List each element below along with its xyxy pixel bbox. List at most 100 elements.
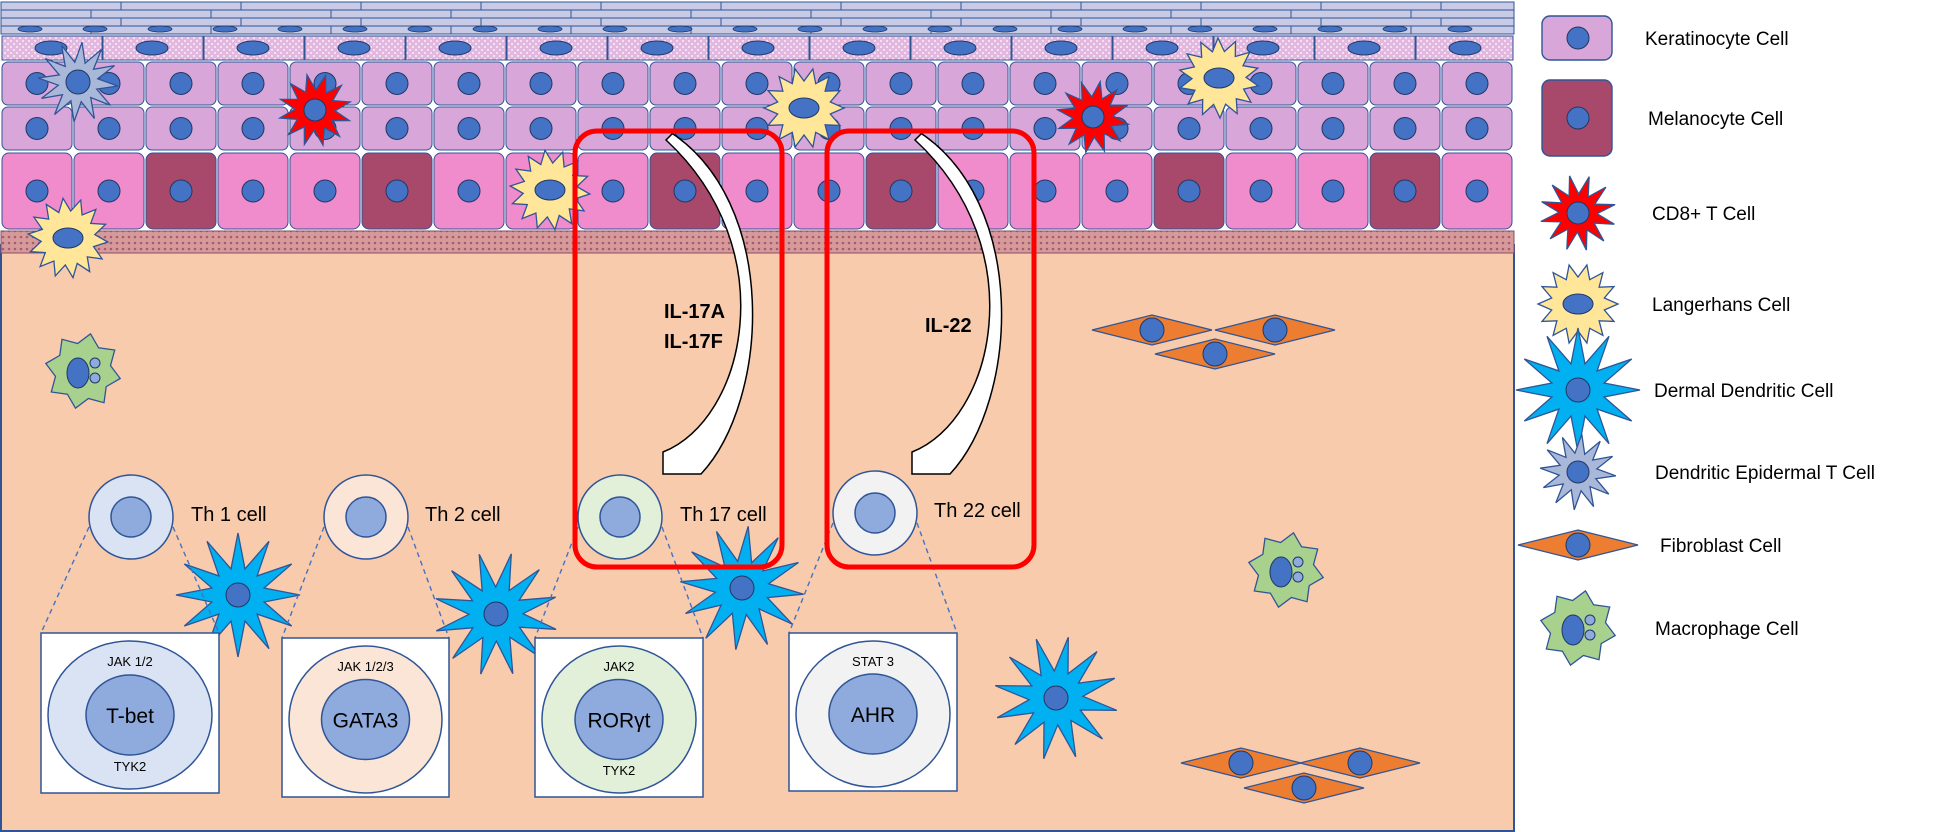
kinase-top-label: JAK2 — [603, 659, 634, 674]
basal-nucleus — [889, 179, 913, 203]
langerhans-cell-icon — [1536, 263, 1620, 345]
keratinocyte-nucleus — [1393, 117, 1417, 140]
th-detail-nucleus — [574, 678, 664, 761]
keratinocyte-nucleus — [529, 117, 553, 140]
corneocyte — [1080, 1, 1202, 11]
corneocyte — [930, 9, 1052, 19]
corneocyte-nucleus — [1057, 25, 1083, 33]
keratinocyte-icon — [1541, 15, 1613, 61]
corneocyte — [0, 17, 122, 27]
corneocyte-nucleus — [1122, 25, 1148, 33]
corneocyte-nucleus — [732, 25, 758, 33]
corneocyte — [120, 1, 242, 11]
fibroblast — [1299, 747, 1421, 779]
keratinocyte-nucleus — [1465, 72, 1489, 95]
macrophage-cell-icon — [1539, 589, 1617, 667]
th-cell-nucleus — [854, 492, 896, 534]
cytokine-il17a: IL-17A — [664, 301, 725, 323]
fibroblast — [1214, 314, 1336, 346]
corneocyte — [960, 17, 1082, 27]
cd8-t-cell — [1055, 79, 1131, 155]
corneocyte — [840, 1, 962, 11]
legend-label: Langerhans Cell — [1652, 295, 1790, 316]
cd8-t-cell — [277, 72, 353, 148]
basal-nucleus — [601, 179, 625, 203]
keratinocyte-nucleus — [97, 117, 121, 140]
dermal-dendritic-cell — [435, 553, 557, 675]
corneocyte — [240, 17, 362, 27]
granular-nucleus — [1145, 40, 1179, 56]
corneocyte — [1200, 1, 1322, 11]
fibroblast — [1091, 314, 1213, 346]
legend-label: CD8+ T Cell — [1652, 204, 1755, 225]
cytokine-il22: IL-22 — [925, 315, 972, 337]
dermal-dendritic-cell — [680, 526, 804, 650]
keratinocyte-nucleus — [1249, 117, 1273, 140]
basal-nucleus — [673, 179, 697, 203]
transcription-factor-label: GATA3 — [333, 710, 399, 733]
corneocyte-nucleus — [1447, 25, 1473, 33]
corneocyte-nucleus — [1382, 25, 1408, 33]
corneocyte — [360, 17, 482, 27]
granular-nucleus — [34, 40, 68, 56]
th-detail-nucleus — [320, 678, 411, 761]
legend-item-langerhans: Langerhans Cell — [1536, 263, 1790, 345]
corneocyte — [1200, 17, 1322, 27]
corneocyte-nucleus — [602, 25, 628, 33]
keratinocyte-nucleus — [1033, 72, 1057, 95]
corneocyte — [240, 1, 362, 11]
dendritic-epidermal-t-cell — [37, 41, 119, 123]
corneocyte — [600, 17, 722, 27]
legend-label: Dermal Dendritic Cell — [1654, 381, 1834, 402]
corneocyte — [0, 1, 122, 11]
corneocyte — [690, 9, 812, 19]
corneocyte-nucleus — [1252, 25, 1278, 33]
granular-nucleus — [1347, 40, 1381, 56]
corneocyte — [720, 1, 842, 11]
corneocyte-nucleus — [277, 25, 303, 33]
corneocyte-nucleus — [17, 25, 43, 33]
basal-nucleus — [241, 179, 265, 203]
keratinocyte-nucleus — [601, 72, 625, 95]
cd8-t-cell-icon — [1540, 175, 1616, 251]
th22-highlight-box — [824, 128, 1037, 570]
legend-item-cd8: CD8+ T Cell — [1540, 175, 1755, 251]
keratinocyte-nucleus — [1321, 72, 1345, 95]
legend-label: Melanocyte Cell — [1648, 109, 1783, 130]
corneocyte — [330, 9, 452, 19]
corneocyte-nucleus — [927, 25, 953, 33]
granular-cell — [708, 35, 810, 61]
kinase-bottom-label: TYK2 — [603, 763, 636, 778]
langerhans-cell — [26, 196, 110, 280]
kinase-bottom-label: TYK2 — [114, 759, 147, 774]
basal-nucleus — [1177, 179, 1201, 203]
granular-nucleus — [236, 40, 270, 56]
corneocyte-nucleus — [1187, 25, 1213, 33]
corneocyte-nucleus — [862, 25, 888, 33]
basal-nucleus — [385, 179, 409, 203]
basal-nucleus — [1393, 179, 1417, 203]
legend-item-detc: Dendritic Epidermal T Cell — [1539, 433, 1875, 511]
keratinocyte-nucleus — [745, 72, 769, 95]
keratinocyte-nucleus — [1465, 117, 1489, 140]
basal-nucleus — [313, 179, 337, 203]
corneocyte — [480, 1, 602, 11]
granular-nucleus — [1448, 40, 1482, 56]
langerhans-cell — [508, 148, 592, 232]
keratinocyte-nucleus — [673, 72, 697, 95]
corneocyte — [960, 1, 1082, 11]
granular-nucleus — [438, 40, 472, 56]
corneocyte — [1050, 9, 1172, 19]
legend-item-dermal_dc: Dermal Dendritic Cell — [1515, 327, 1834, 453]
legend-item-melanocyte: Melanocyte Cell — [1541, 79, 1783, 157]
granular-nucleus — [135, 40, 169, 56]
dermal-dendritic-cell — [994, 636, 1118, 760]
basal-nucleus — [25, 179, 49, 203]
keratinocyte-nucleus — [1177, 117, 1201, 140]
keratinocyte-nucleus — [385, 72, 409, 95]
